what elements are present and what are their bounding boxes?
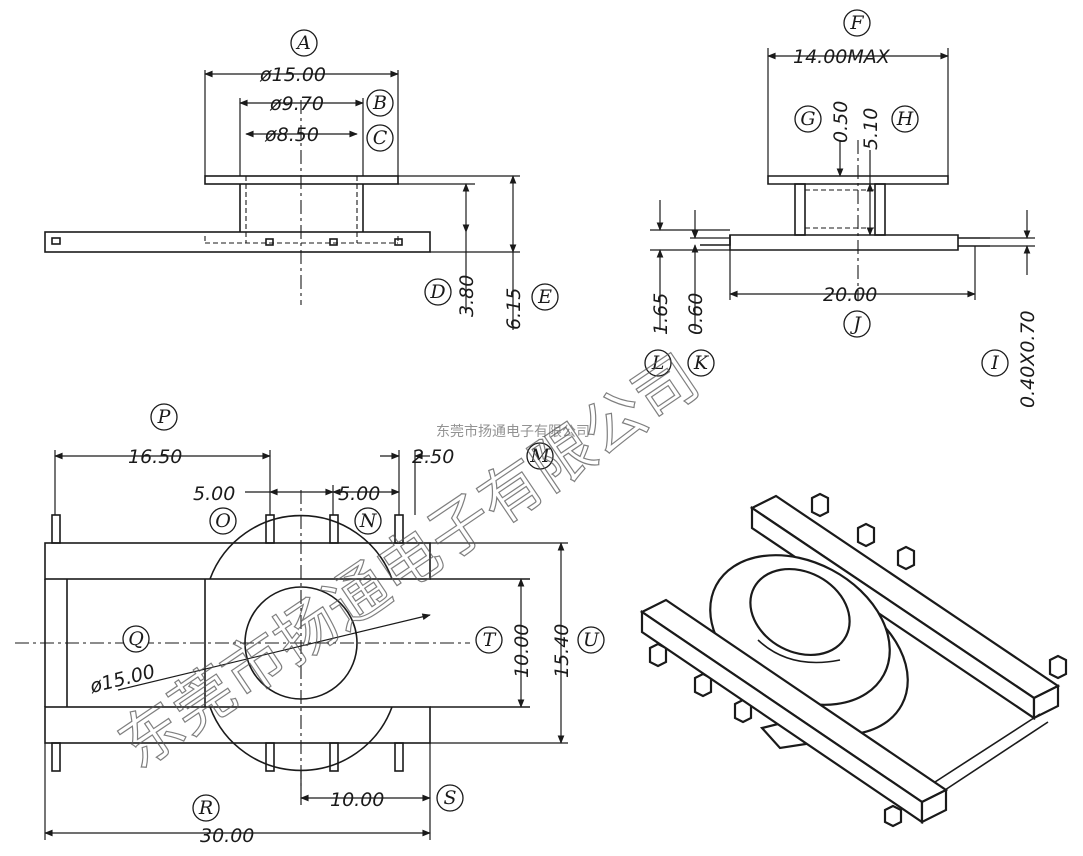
- dim-r-value: 30.00: [200, 825, 254, 847]
- dim-i-value: 0.40X0.70: [1017, 310, 1039, 408]
- side-flange: [767, 175, 949, 185]
- front-view: ø15.00 A ø9.70 B ø8.50 C 3.80 D 6.15 E: [44, 29, 559, 330]
- label-e: E: [537, 286, 552, 308]
- label-q: Q: [128, 628, 144, 650]
- front-base-bar: [44, 231, 431, 253]
- dim-h-value: 5.10: [860, 108, 882, 150]
- label-d: D: [429, 281, 445, 303]
- label-l: L: [651, 352, 665, 374]
- label-b: B: [372, 92, 387, 114]
- label-h: H: [896, 108, 914, 130]
- label-s: S: [443, 787, 456, 809]
- isometric-view: [639, 492, 1068, 828]
- side-view: 14.00MAX F 0.50 G 5.10 H 20.00 J 1.65 L: [644, 9, 1039, 408]
- watermark-large: 东莞市扬通电子有限公司: [106, 341, 712, 783]
- dim-g-value: 0.50: [830, 101, 852, 143]
- front-pin-slot: [265, 238, 274, 246]
- label-g: G: [800, 108, 815, 130]
- top-rail-lower: [44, 706, 431, 744]
- label-k: K: [693, 352, 710, 374]
- dim-l-value: 1.65: [650, 293, 672, 335]
- top-rail-upper: [44, 542, 431, 580]
- label-p: P: [157, 406, 172, 428]
- dim-o-value: 5.00: [193, 483, 235, 505]
- dim-u-value: 15.40: [551, 624, 573, 678]
- label-i: I: [990, 352, 999, 374]
- dim-d-value: 3.80: [456, 275, 478, 317]
- label-j: J: [849, 313, 862, 335]
- dim-e-value: 6.15: [503, 288, 525, 330]
- dim-a-value: ø15.00: [259, 64, 326, 86]
- dim-f-value: 14.00MAX: [793, 46, 891, 68]
- top-view: ø15.00 Q 16.50 P 5.00 O 5.00 N 2.50 M 10…: [15, 403, 605, 847]
- front-pin-slot: [329, 238, 338, 246]
- dim-q-value: ø15.00: [87, 661, 157, 699]
- label-u: U: [583, 629, 600, 651]
- dim-b-value: ø9.70: [269, 93, 324, 115]
- dim-n-value: 5.00: [338, 483, 380, 505]
- label-o: O: [215, 510, 231, 532]
- label-m: M: [529, 445, 550, 467]
- dim-m-value: 2.50: [412, 446, 454, 468]
- label-a: A: [295, 32, 311, 54]
- watermark-small: 东莞市扬通电子有限公司: [436, 423, 590, 440]
- front-pin-slot: [51, 237, 61, 245]
- dim-p-value: 16.50: [128, 446, 182, 468]
- dim-s-value: 10.00: [330, 789, 384, 811]
- side-base: [729, 234, 959, 251]
- label-f: F: [849, 12, 864, 34]
- label-t: T: [483, 629, 497, 651]
- label-n: N: [359, 510, 378, 532]
- label-c: C: [373, 127, 388, 149]
- label-r: R: [198, 797, 213, 819]
- dim-c-value: ø8.50: [264, 124, 319, 146]
- dim-t-value: 10.00: [511, 624, 533, 678]
- dim-j-value: 20.00: [823, 284, 877, 306]
- dim-k-value: 0.60: [685, 293, 707, 335]
